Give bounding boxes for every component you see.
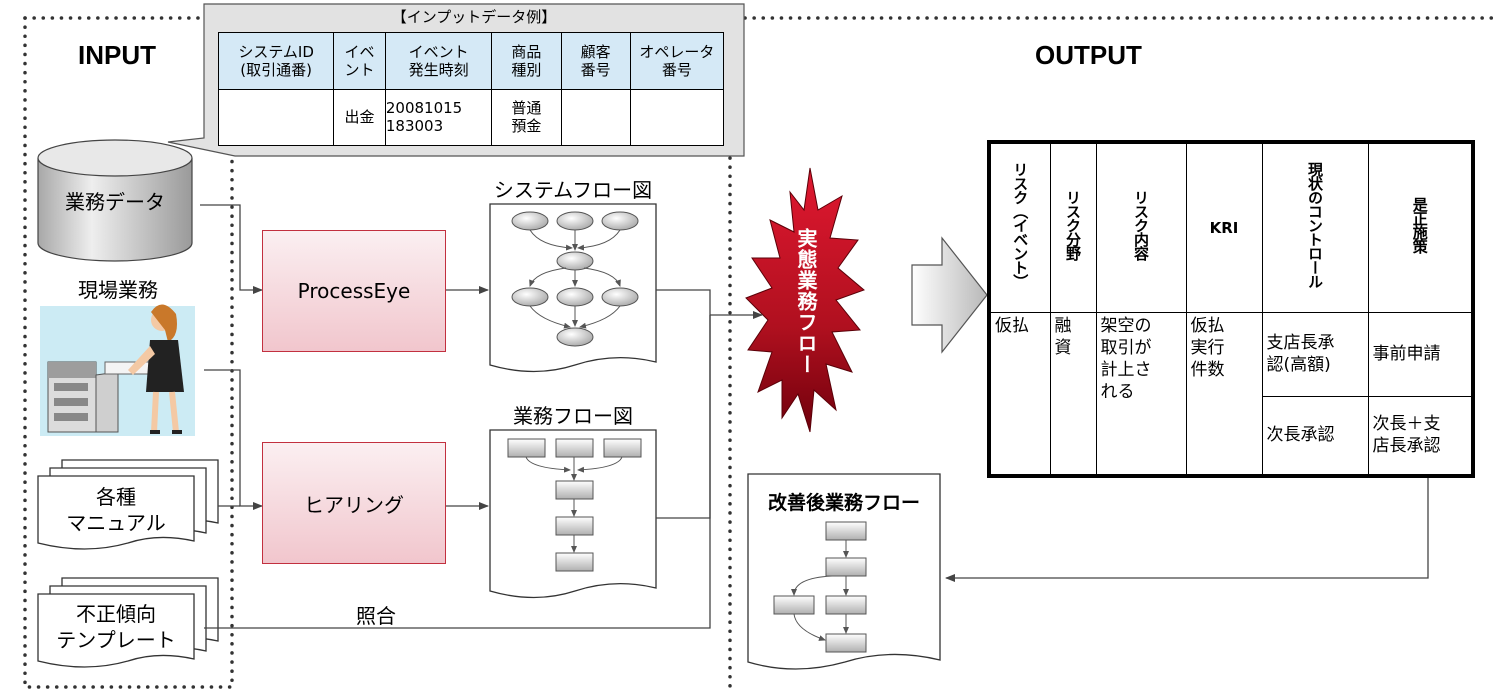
burst-label: 実態業務フロー <box>794 228 818 375</box>
big-output-arrow <box>911 236 988 354</box>
kri-cell: 仮払実行件数 <box>1185 311 1263 477</box>
reality-flow-burst <box>745 167 865 433</box>
business-data-label: 業務データ <box>65 190 165 214</box>
hearing-box: ヒアリング <box>262 442 446 564</box>
business-flow-title: 業務フロー図 <box>513 404 633 428</box>
corrective-measure-cell: 事前申請 <box>1367 311 1474 397</box>
sample-table-cell: 出金 <box>333 88 386 146</box>
risk-area-header: リスク分野 <box>1049 141 1097 313</box>
risk-content-header: リスク内容 <box>1095 141 1187 313</box>
corrective-measure-header: 是正施策 <box>1367 141 1474 313</box>
current-control-cell: 支店長承認(高額) <box>1261 311 1369 397</box>
risk-event-cell: 仮払 <box>988 311 1051 477</box>
templates-stack-shape <box>37 577 219 668</box>
collation-label: 照合 <box>356 604 396 628</box>
sample-table-header-cell: 商品種別 <box>491 32 562 90</box>
manuals-label-line: 各種 <box>96 485 136 509</box>
output-label: OUTPUT <box>1035 40 1142 70</box>
fraud-templates-label-line: テンプレート <box>56 628 176 652</box>
sample-table-header-cell: イベント <box>333 32 386 90</box>
sample-table-header-cell: システムID(取引通番) <box>217 32 335 90</box>
connector-systemflow-to-burst <box>656 289 711 315</box>
manuals-label: 各種 マニュアル <box>38 484 194 536</box>
sample-table-cell <box>560 88 631 146</box>
output-frame <box>728 16 1494 692</box>
risk-table-row: 仮払 融資 架空の取引が 計上される 仮払実行件数 支店長承認(高額) 事前申請 <box>988 311 1474 477</box>
field-work-label: 現場業務 <box>78 278 158 302</box>
risk-event-header: リスク（イベント） <box>988 141 1051 313</box>
input-frame <box>23 16 234 689</box>
risk-content-cell: 架空の取引が 計上される <box>1095 311 1187 477</box>
fraud-templates-label: 不正傾向 テンプレート <box>38 601 194 653</box>
business-flow-document <box>489 429 657 599</box>
callout-title: 【インプットデータ例】 <box>391 8 557 26</box>
hearing-label: ヒアリング <box>304 492 404 517</box>
current-control-header: 現状のコントロール <box>1261 141 1369 313</box>
current-control-cell: 次長承認 <box>1261 395 1369 477</box>
connector-output-to-improved <box>945 478 1429 582</box>
connector-templates-collation <box>204 315 711 629</box>
sample-table-header-cell: イベント発生時刻 <box>384 32 493 90</box>
risk-table-row: 次長承認 次長＋支店長承認 <box>989 395 1474 477</box>
office-worker-illustration <box>40 304 195 436</box>
system-flow-title: システムフロー図 <box>493 178 653 202</box>
database-cylinder-shape <box>37 139 193 262</box>
risk-table: リスク（イベント） リスク分野 リスク内容 KRI 現状のコントロール 是正施策… <box>987 140 1475 478</box>
kri-header: KRI <box>1185 141 1263 313</box>
connector-data-to-processeye <box>200 204 263 294</box>
sample-table-header-cell: オペレータ番号 <box>629 32 725 90</box>
manuals-stack-shape <box>37 459 219 550</box>
processeye-box: ProcessEye <box>262 230 446 352</box>
sample-table-header-cell: 顧客番号 <box>560 32 631 90</box>
sample-table-cell <box>629 88 725 146</box>
sample-input-table: システムID(取引通番)イベントイベント発生時刻商品種別顧客番号オペレータ番号 … <box>217 32 725 146</box>
sample-table-cell: 普通預金 <box>491 88 562 146</box>
corrective-measure-cell: 次長＋支店長承認 <box>1367 395 1474 477</box>
improved-flow-title: 改善後業務フロー <box>767 492 920 514</box>
improved-flow-document <box>747 473 941 670</box>
input-label: INPUT <box>78 40 156 70</box>
sample-table-cell <box>217 88 335 146</box>
processeye-label: ProcessEye <box>297 279 411 303</box>
manuals-label-line: マニュアル <box>66 511 166 535</box>
risk-table-header-row: リスク（イベント） リスク分野 リスク内容 KRI 現状のコントロール 是正施策 <box>988 141 1474 313</box>
fraud-templates-label-line: 不正傾向 <box>76 602 156 626</box>
sample-table-header-row: システムID(取引通番)イベントイベント発生時刻商品種別顧客番号オペレータ番号 <box>217 32 725 90</box>
system-flow-document <box>489 203 657 373</box>
connector-field-to-hearing <box>204 369 263 510</box>
risk-area-cell: 融資 <box>1049 311 1097 477</box>
